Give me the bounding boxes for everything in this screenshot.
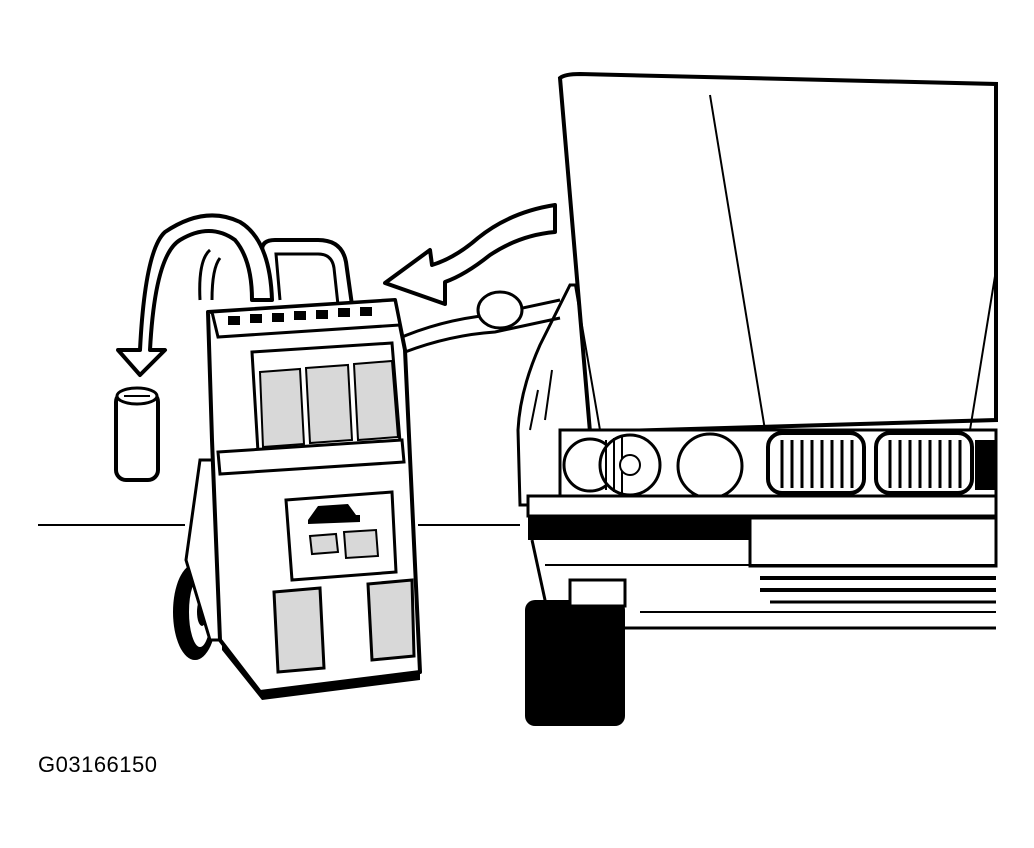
grille	[766, 431, 996, 495]
curved-arrow-left-icon	[383, 203, 557, 306]
car-tire	[525, 600, 625, 726]
bumper	[526, 494, 998, 630]
headlights	[562, 432, 744, 500]
figure-id-label: G03166150	[38, 752, 158, 777]
recovery-station	[173, 238, 422, 700]
car	[516, 71, 998, 726]
car-icon	[308, 504, 360, 524]
station-handle	[259, 238, 354, 306]
car-hood	[557, 71, 998, 435]
curved-arrow-down-icon	[116, 213, 274, 377]
refrigerant-container	[114, 386, 160, 482]
service-hose	[394, 290, 561, 354]
